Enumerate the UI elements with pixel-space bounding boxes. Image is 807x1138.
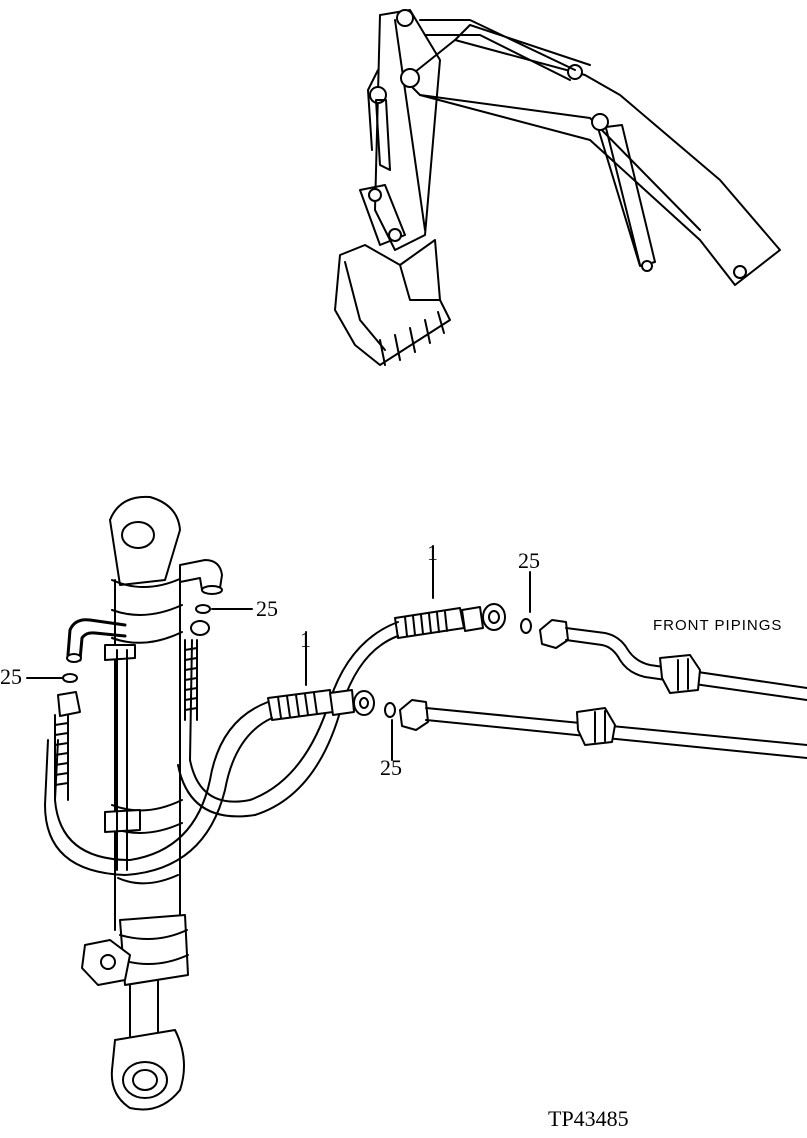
callout-hose-upper: 1: [427, 540, 438, 565]
cylinder-clamp: [104, 644, 141, 833]
o-ring-cylinder: [195, 604, 211, 614]
callout-hose-lower: 1: [300, 627, 311, 652]
cylinder-rod-eye-top: [109, 495, 181, 586]
figure-id: TP43485: [548, 1106, 629, 1131]
front-pipe-lower: [399, 699, 807, 759]
o-ring-upper-right: [520, 618, 532, 634]
excavator-attachment-inset: [334, 9, 781, 366]
front-pipings: [399, 619, 807, 759]
o-ring-lower-right: [384, 702, 396, 718]
hose-assembly-lower: [44, 689, 375, 876]
o-ring-left: [62, 673, 78, 683]
arm-cylinder: [375, 19, 576, 171]
callout-labels: 1 1 25 25 25 25 FRONT PIPINGS TP43485: [0, 540, 782, 1131]
cylinder-head: [81, 914, 189, 986]
front-pipings-label: FRONT PIPINGS: [653, 617, 782, 634]
cylinder-barrel: [111, 574, 183, 931]
right-elbow-fitting: [179, 559, 223, 595]
callout-oring-lower: 25: [380, 755, 402, 780]
hose-assembly-upper: [177, 603, 506, 818]
leader-lines: [26, 545, 531, 761]
cylinder-pipe: [116, 649, 128, 871]
bucket-linkage: [359, 184, 406, 246]
o-rings: [62, 604, 532, 718]
callout-oring-upper-right: 25: [518, 548, 540, 573]
boom-cylinder: [591, 113, 656, 272]
cylinder-rod-eye-bottom: [110, 1029, 185, 1111]
bucket: [334, 239, 451, 366]
boom: [404, 24, 781, 286]
left-elbow-fitting: [66, 618, 127, 663]
callout-oring-cylinder: 25: [256, 596, 278, 621]
piston-rod: [129, 979, 159, 1041]
callout-oring-left: 25: [0, 664, 22, 689]
hydraulic-cylinder: [66, 495, 223, 1111]
front-pipe-upper: [539, 619, 807, 701]
